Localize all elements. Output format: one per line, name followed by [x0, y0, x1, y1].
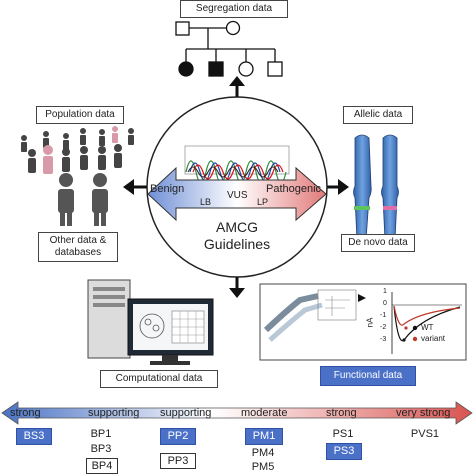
- scale-pathogenic-supporting: supporting: [160, 407, 212, 419]
- amcg-title: AMCG: [216, 219, 258, 235]
- computer-icon: [87, 279, 214, 365]
- population-data-label: Population data: [36, 106, 124, 124]
- plot-tick-m2: -2: [380, 324, 387, 331]
- plot-ylabel: nA: [365, 317, 375, 328]
- pathogenic-label: Pathogenic: [266, 183, 322, 195]
- arrow-left: [123, 179, 147, 195]
- plot-tick-0: 0: [383, 300, 387, 307]
- lb-label: LB: [200, 197, 212, 207]
- criterion-ps3: PS3: [326, 443, 362, 460]
- criterion-pm1: PM1: [245, 428, 283, 445]
- segregation-data-label: Segregation data: [180, 0, 288, 18]
- legend-wt: WT: [421, 323, 434, 332]
- lp-label: LP: [257, 197, 269, 207]
- legend-variant: variant: [421, 334, 446, 343]
- criterion-pm4: PM4: [251, 447, 275, 459]
- criterion-pp3: PP3: [160, 453, 196, 469]
- criterion-pm5: PM5: [251, 461, 275, 473]
- plot-tick-1: 1: [383, 288, 387, 295]
- classification-double-arrow: [147, 166, 327, 222]
- scale-benign-supporting: supporting: [88, 407, 140, 419]
- scale-moderate: moderate: [241, 407, 288, 419]
- criterion-bp3: BP3: [90, 443, 112, 455]
- criterion-pp2: PP2: [160, 428, 196, 445]
- chromosome-icon: [353, 134, 399, 244]
- criterion-ps1: PS1: [332, 428, 354, 440]
- scale-very-strong: very strong: [396, 407, 451, 419]
- arrow-up: [229, 76, 245, 97]
- other-data-line1: Other data &: [49, 235, 107, 246]
- vus-label: VUS: [227, 190, 248, 201]
- functional-plot: [259, 283, 467, 361]
- computational-data-label: Computational data: [100, 370, 218, 388]
- criterion-bp4: BP4: [86, 458, 118, 474]
- scale-pathogenic-strong: strong: [326, 407, 357, 419]
- allelic-data-label: Allelic data: [343, 106, 413, 124]
- plot-tick-m1: -1: [380, 312, 387, 319]
- benign-label: Benign: [150, 183, 185, 195]
- functional-data-label: Functional data: [320, 366, 416, 386]
- other-data-label: Other data & databases: [38, 232, 118, 262]
- criterion-pvs1: PVS1: [410, 428, 440, 440]
- criterion-bp1: BP1: [90, 428, 112, 440]
- arrow-down: [229, 277, 245, 298]
- guidelines-title: Guidelines: [203, 236, 271, 252]
- scale-benign-strong: strong: [10, 407, 41, 419]
- other-data-line2: databases: [54, 247, 102, 258]
- pedigree-icon: [175, 20, 283, 77]
- evidence-scale-arrow: [1, 401, 473, 425]
- chromatogram-icon: [184, 145, 290, 184]
- arrow-right: [327, 179, 349, 195]
- de-novo-data-label: De novo data: [341, 234, 415, 252]
- population-icon: [21, 126, 134, 226]
- plot-tick-m3: -3: [380, 336, 387, 343]
- criterion-bs3: BS3: [16, 428, 52, 445]
